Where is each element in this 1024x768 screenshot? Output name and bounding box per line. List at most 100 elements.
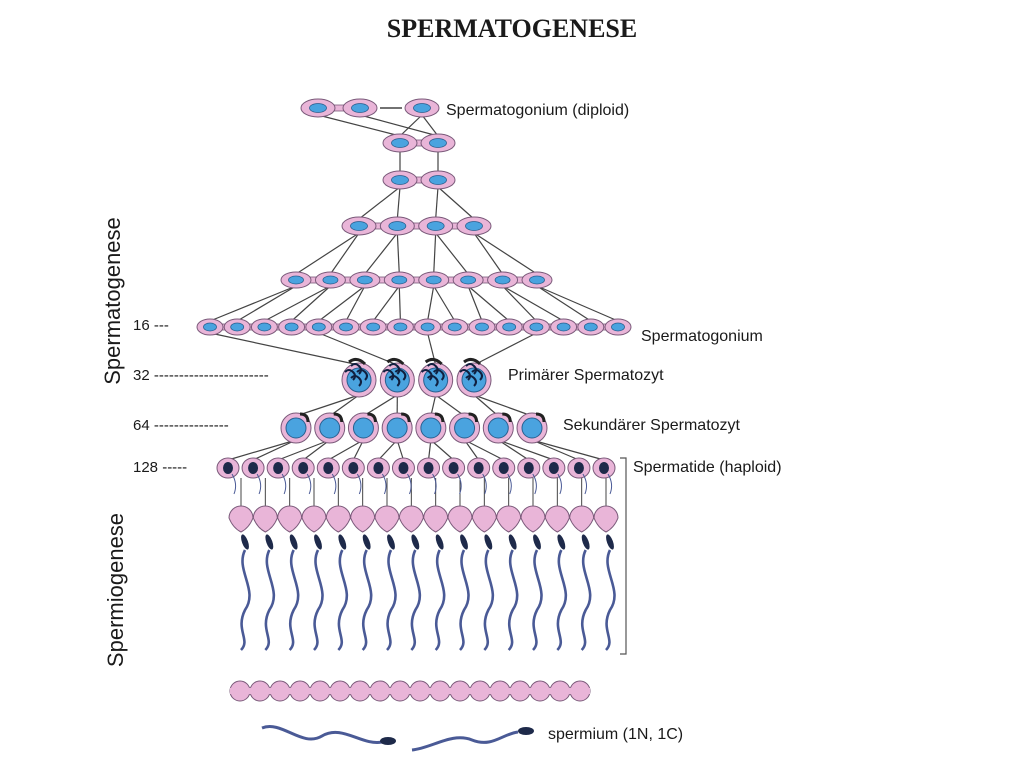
sperm-tail bbox=[361, 549, 373, 651]
division-line bbox=[209, 285, 297, 322]
sperm-head bbox=[581, 534, 590, 550]
division-line bbox=[467, 285, 510, 322]
cell-nucleus bbox=[429, 175, 447, 185]
cell-nucleus bbox=[426, 221, 445, 231]
acrosome-cap bbox=[434, 412, 445, 423]
sperm-tail bbox=[312, 549, 324, 651]
acrosome-cap bbox=[367, 412, 377, 423]
division-line bbox=[464, 439, 505, 461]
residual-body bbox=[423, 505, 449, 533]
cell-nucleus bbox=[521, 417, 543, 439]
cell-nucleus bbox=[356, 275, 373, 285]
residual-body bbox=[471, 505, 497, 533]
sperm-tail bbox=[434, 549, 446, 651]
sperm-head bbox=[314, 534, 322, 550]
label-primaerer-spermatozyt: Primärer Spermatozyt bbox=[508, 367, 664, 384]
cell-nucleus bbox=[487, 417, 509, 439]
division-line bbox=[209, 332, 360, 366]
chromatin bbox=[465, 375, 477, 387]
residual-body bbox=[447, 505, 473, 533]
division-line bbox=[536, 285, 592, 322]
count-128: 128 ----- bbox=[133, 459, 188, 476]
cell-nucleus bbox=[454, 417, 476, 439]
sperm-head bbox=[289, 534, 298, 550]
spermium-tail bbox=[261, 725, 383, 744]
cell-nucleus bbox=[309, 103, 327, 113]
tail-stub bbox=[381, 473, 387, 495]
sperm-head bbox=[362, 534, 371, 550]
division-line bbox=[497, 439, 530, 461]
label-spermatogonium-diploid: Spermatogonium (diploid) bbox=[446, 102, 630, 119]
division-line bbox=[318, 285, 366, 322]
cell-nucleus bbox=[311, 322, 326, 332]
acrosome-cap bbox=[463, 357, 482, 366]
division-line bbox=[473, 394, 533, 417]
count-16: 16 --- bbox=[133, 317, 169, 334]
sperm-head bbox=[533, 534, 541, 550]
residual-body bbox=[325, 505, 351, 533]
residual-body bbox=[228, 505, 254, 533]
spermium-head bbox=[380, 737, 396, 745]
division-line bbox=[435, 394, 465, 417]
chromatin bbox=[432, 369, 445, 381]
acrosome-cap bbox=[502, 412, 512, 423]
sperm-tail bbox=[580, 549, 592, 651]
tail-stub bbox=[281, 473, 287, 495]
division-line bbox=[295, 394, 360, 417]
tail-stub bbox=[607, 473, 613, 495]
label-spermatogonium: Spermatogonium bbox=[641, 328, 763, 345]
division-line bbox=[345, 285, 366, 322]
tail-stub bbox=[482, 473, 487, 495]
tail-stub bbox=[331, 473, 337, 495]
division-line bbox=[363, 394, 398, 417]
cell-nucleus bbox=[393, 322, 408, 332]
cell-nucleus bbox=[391, 138, 409, 148]
sperm-head bbox=[557, 534, 566, 550]
cell-nucleus bbox=[288, 275, 304, 285]
cell-nucleus bbox=[346, 367, 372, 393]
cell-nucleus bbox=[413, 103, 431, 113]
acrosome-cap bbox=[535, 412, 546, 423]
residual-body bbox=[569, 505, 595, 533]
division-line bbox=[437, 186, 475, 220]
tail-stub bbox=[407, 473, 412, 495]
chromatin bbox=[350, 363, 362, 375]
count-32: 32 ----------------------- bbox=[133, 367, 269, 384]
cell-nucleus bbox=[319, 417, 341, 439]
cell-nucleus bbox=[573, 462, 584, 474]
chromatin bbox=[388, 375, 401, 387]
division-line bbox=[421, 114, 439, 137]
tail-stub bbox=[557, 473, 562, 495]
chromatin bbox=[459, 369, 471, 381]
cell-nucleus bbox=[447, 322, 462, 332]
sperm-head bbox=[265, 534, 274, 550]
division-line bbox=[473, 332, 537, 366]
cell-nucleus bbox=[223, 462, 233, 474]
division-line bbox=[291, 285, 331, 322]
cell-nucleus bbox=[548, 462, 559, 474]
cell-nucleus bbox=[556, 322, 571, 332]
division-line bbox=[467, 285, 483, 322]
sperm-tail bbox=[288, 549, 300, 651]
division-line bbox=[277, 439, 330, 461]
sperm-tail bbox=[556, 549, 568, 651]
residual-body bbox=[398, 505, 424, 533]
division-line bbox=[502, 285, 564, 322]
cell-nucleus bbox=[351, 103, 369, 113]
chromatin bbox=[426, 375, 439, 387]
division-line bbox=[264, 285, 331, 322]
tail-stub bbox=[356, 473, 362, 495]
division-line bbox=[329, 232, 360, 275]
division-line bbox=[433, 232, 437, 275]
tail-stub bbox=[256, 473, 262, 495]
cell-nucleus bbox=[391, 275, 408, 285]
division-line bbox=[498, 439, 555, 461]
acrosome-cap bbox=[299, 412, 310, 423]
sperm-head bbox=[411, 534, 420, 550]
sperm-tail bbox=[264, 549, 276, 651]
cell-nucleus bbox=[429, 138, 447, 148]
cell-nucleus bbox=[498, 462, 509, 474]
cell-nucleus bbox=[384, 367, 410, 393]
division-line bbox=[430, 439, 454, 461]
acrosome-cap bbox=[468, 412, 479, 423]
